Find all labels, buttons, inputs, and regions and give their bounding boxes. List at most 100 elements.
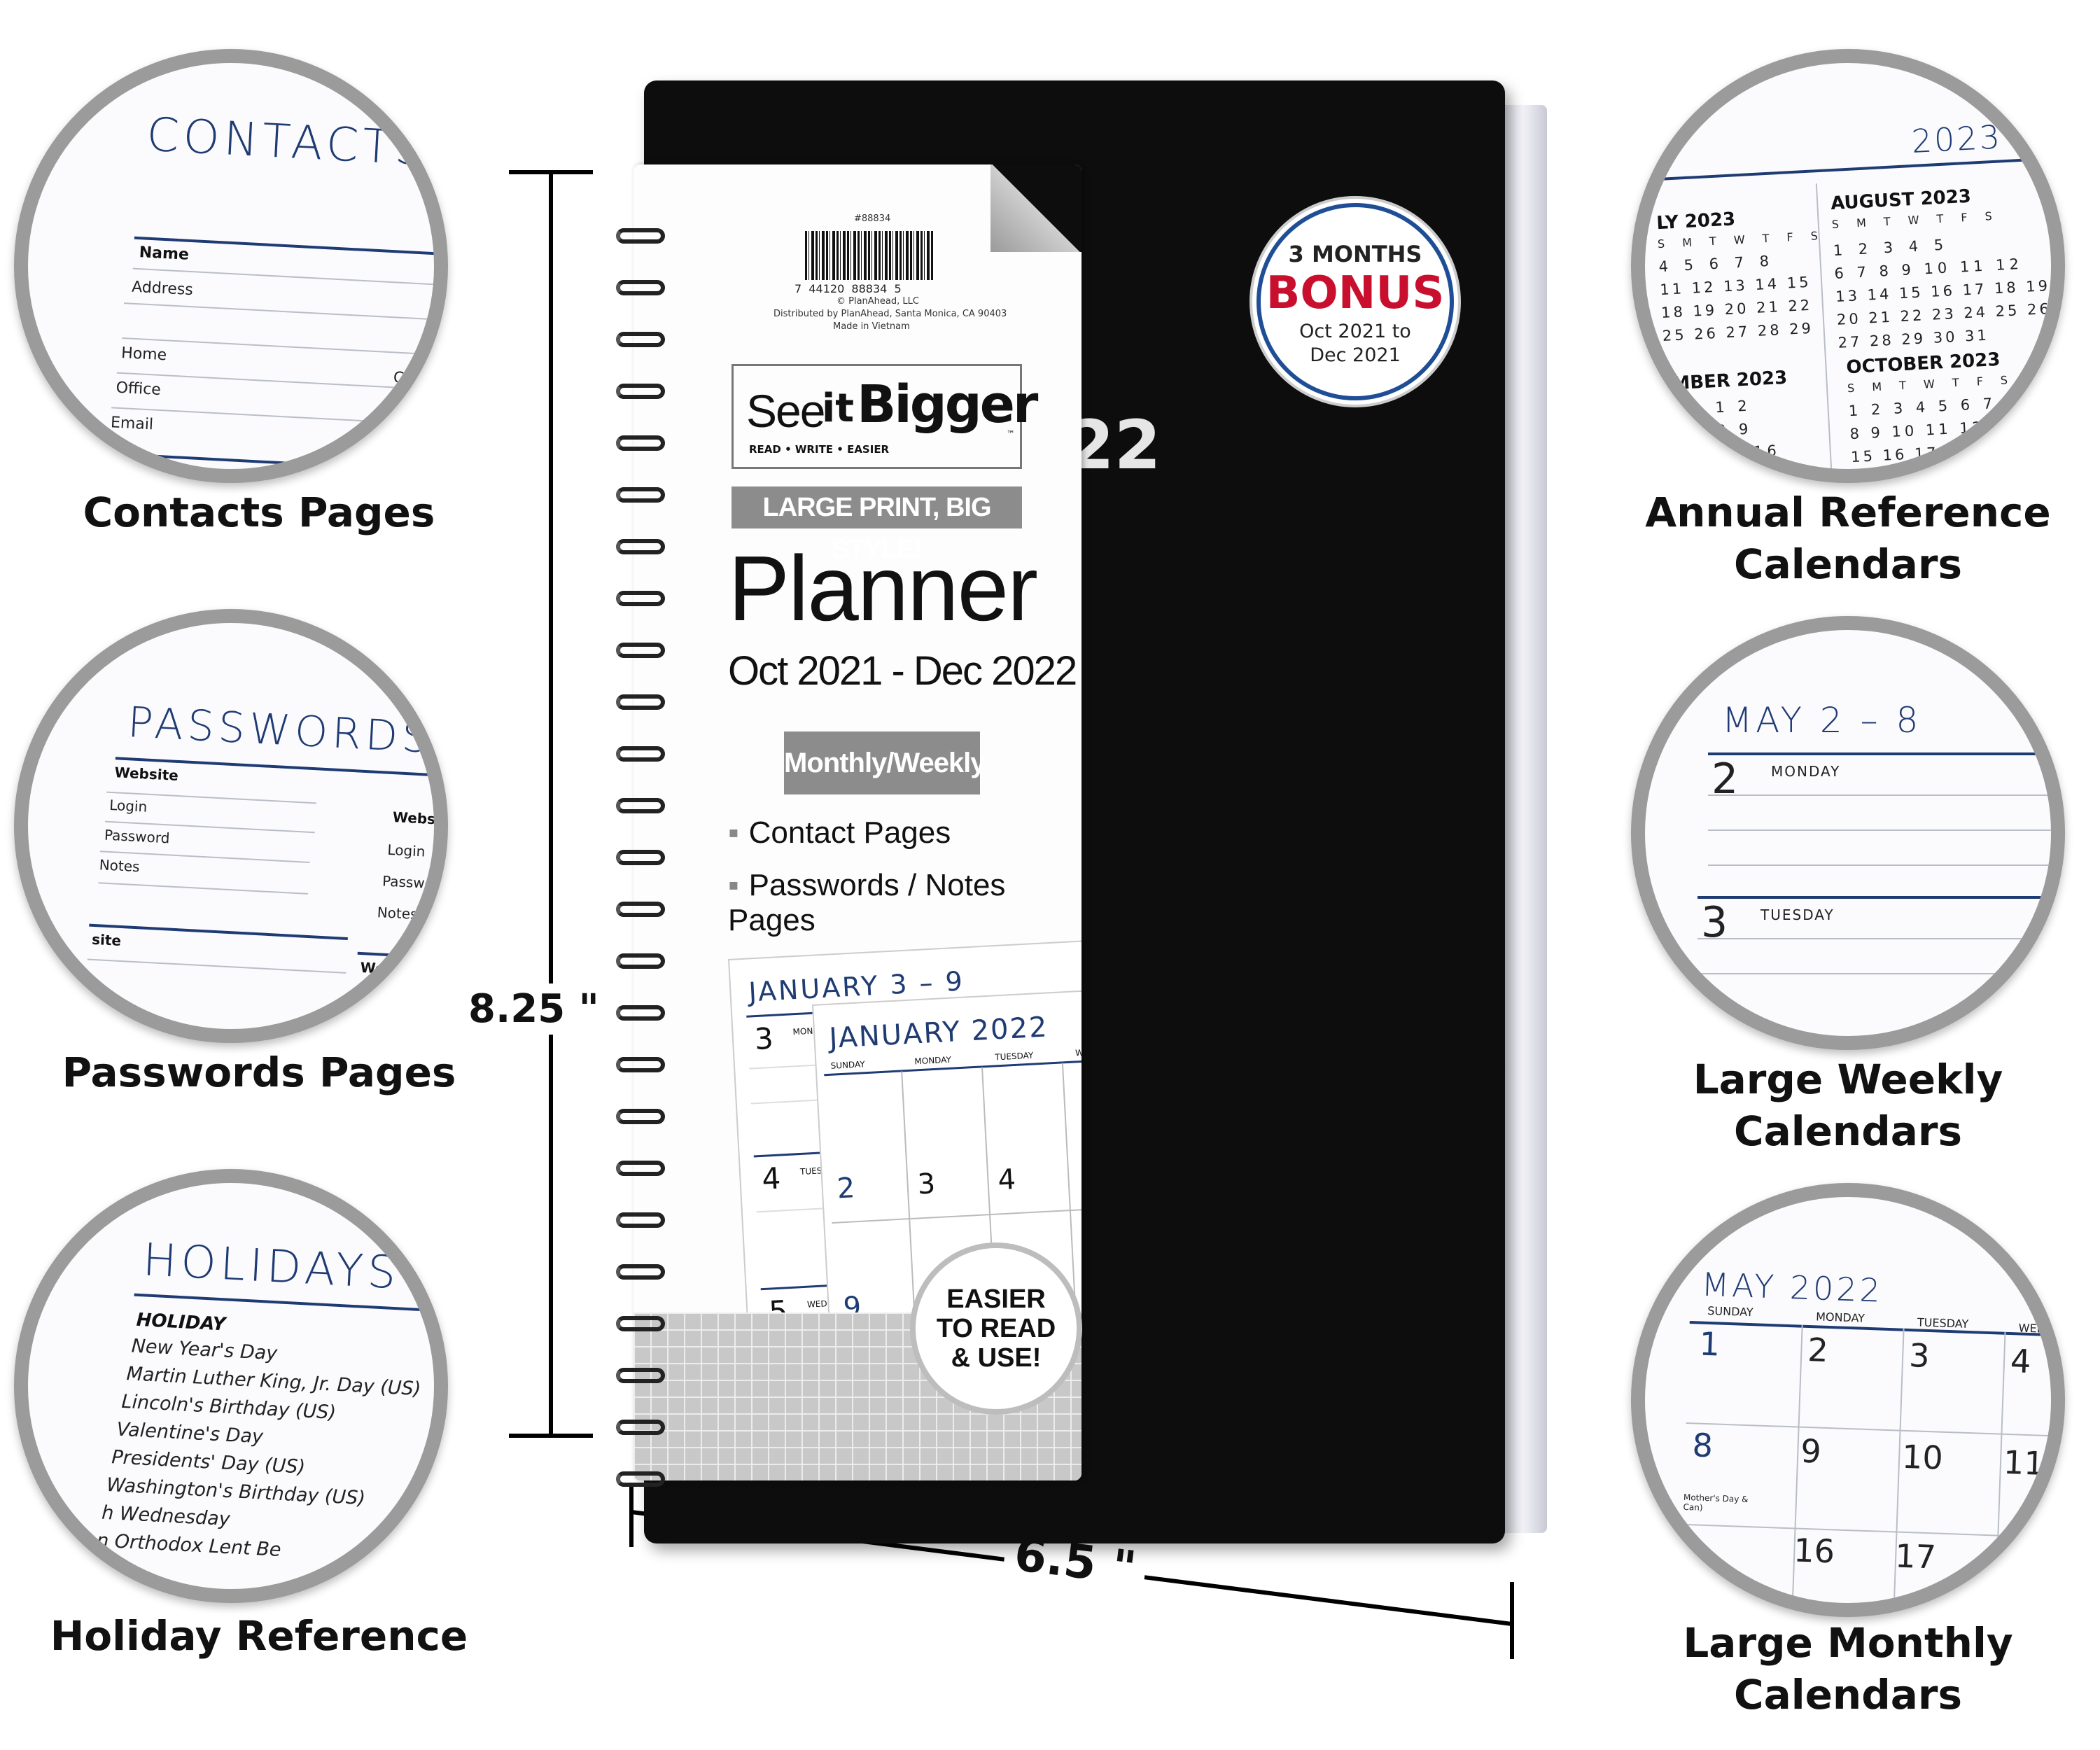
spiral-ring — [616, 846, 675, 869]
spiral-ring — [616, 328, 675, 351]
monthly-date-3: 3 — [1908, 1336, 1931, 1376]
brand-it: it — [822, 386, 854, 431]
spiral-ring — [616, 587, 675, 610]
planner-title: Planner — [728, 537, 1038, 640]
planner-date-range: Oct 2021 - Dec 2022 — [728, 648, 1077, 694]
caption-large-monthly-calendars: Large Monthly Calendars — [1683, 1619, 2013, 1718]
spiral-ring — [616, 949, 675, 973]
caption-contacts-pages: Contacts Pages — [83, 489, 435, 536]
planner-page-edge — [1498, 105, 1547, 1533]
contacts-field-home: Home — [120, 344, 167, 365]
monthly-calendar-circle: MAY 2022 SUNDAY MONDAY TUESDAY WEDN 1 2 … — [1631, 1183, 2065, 1617]
brand-logo-box: See it Bigger ™ READ • WRITE • EASIER — [732, 364, 1038, 469]
passwords-circle: PASSWORDS Website Login Password Notes W… — [14, 609, 448, 1043]
annual-month-october: OCTOBER 2023 — [1845, 349, 2001, 379]
spiral-ring — [616, 535, 675, 559]
annual-month-september: MBER 2023 — [1671, 367, 1788, 395]
large-print-banner: LARGE PRINT, BIG STYLE! — [732, 486, 1022, 564]
holiday-presidents: Presidents' Day (US) — [111, 1446, 306, 1478]
weekly-preview-label-tues: TUES — [799, 1166, 822, 1177]
monthly-title: MAY 2022 — [1700, 1265, 1884, 1310]
holiday-ash-wednesday: h Wednesday — [101, 1502, 231, 1531]
spiral-ring — [616, 431, 675, 455]
contacts-field-address: Address — [131, 278, 194, 300]
monthly-weekday-sunday: SUNDAY — [1707, 1303, 1754, 1320]
brand-tagline: READ • WRITE • EASIER — [749, 443, 890, 456]
badge-easier: EASIER — [946, 1284, 1046, 1314]
annual-month-july: LY 2023 — [1656, 209, 1736, 234]
holidays-header: HOLIDAY — [135, 1309, 227, 1336]
monthly-date-4: 4 — [2010, 1342, 2032, 1381]
spiral-ring — [616, 794, 675, 818]
passwords-field-password-2: Password — [382, 872, 448, 893]
caption-holiday-reference: Holiday Reference — [50, 1612, 468, 1660]
spiral-ring — [616, 1260, 675, 1284]
spiral-ring — [616, 1001, 675, 1025]
passwords-field-website: Website — [114, 764, 179, 784]
monthly-preview-monday: MONDAY — [914, 1054, 952, 1067]
format-badge: Monthly/Weekly — [784, 732, 986, 794]
spiral-ring — [616, 897, 675, 921]
bullet-contact-pages: ▪Contact Pages — [728, 816, 951, 850]
monthly-preview-date-3: 3 — [916, 1168, 937, 1201]
passwords-title: PASSWORDS — [126, 698, 434, 763]
sticker-from: Oct 2021 to — [1299, 321, 1411, 342]
caption-large-weekly-calendars: Large Weekly Calendars — [1693, 1056, 2003, 1155]
caption-annual-reference-calendars: Annual Reference Calendars — [1645, 489, 2051, 588]
monthly-date-8: 8 — [1691, 1426, 1714, 1465]
brand-trademark: ™ — [1007, 429, 1015, 439]
spiral-ring — [616, 1467, 675, 1491]
annual-month-august: AUGUST 2023 — [1830, 186, 1972, 215]
weekly-title: MAY 2 – 8 — [1722, 700, 1922, 741]
spiral-ring — [616, 224, 675, 248]
monthly-date-9: 9 — [1800, 1432, 1822, 1471]
bonus-sticker: 3 MONTHS BONUS Oct 2021 to Dec 2021 — [1256, 203, 1454, 400]
brand-see: See — [746, 385, 825, 437]
height-label: 8.25 " — [465, 983, 602, 1035]
passwords-field-login-2: Login — [386, 841, 426, 860]
made-in: Made in Vietnam — [833, 321, 910, 332]
badge-and-use: & USE! — [951, 1343, 1042, 1373]
monthly-weekday-monday: MONDAY — [1815, 1310, 1865, 1325]
weekly-day-3: 3 — [1701, 898, 1728, 947]
monthly-preview-title: JANUARY 2022 — [828, 1011, 1049, 1055]
holiday-lincoln: Lincoln's Birthday (US) — [120, 1390, 337, 1424]
contacts-field-fax: Fax — [394, 404, 422, 424]
easier-badge: EASIER TO READ & USE! — [910, 1242, 1082, 1415]
monthly-preview-sunday: SUNDAY — [830, 1059, 865, 1071]
weekly-preview-day-4: 4 — [761, 1161, 782, 1196]
spiral-ring — [616, 1415, 675, 1439]
cover-year: 22 — [1068, 406, 1161, 484]
passwords-field-site: site — [91, 930, 122, 949]
spiral-ring — [616, 742, 675, 766]
monthly-date-10: 10 — [1901, 1437, 1944, 1477]
annual-year: 2023 — [1910, 118, 2003, 160]
passwords-field-websi: Websi — [360, 958, 409, 979]
monthly-date-1: 1 — [1698, 1324, 1721, 1364]
contacts-field-cell: Cell — [393, 369, 423, 388]
weekly-preview-label-mon: MON — [792, 1026, 813, 1037]
spiral-ring — [616, 1053, 675, 1077]
contacts-field-office: Office — [115, 379, 162, 399]
holiday-orthodox-lent: n Orthodox Lent Be — [96, 1530, 282, 1562]
spiral-ring — [616, 690, 675, 714]
contacts-field-email: Email — [110, 414, 154, 434]
passwords-field-notes-2: Notes — [377, 904, 419, 923]
monthly-date-17: 17 — [1894, 1536, 1937, 1576]
spiral-ring — [616, 276, 675, 300]
monthly-preview-date-2: 2 — [836, 1172, 856, 1205]
spiral-ring — [616, 638, 675, 662]
distributor: Distributed by PlanAhead, Santa Monica, … — [774, 309, 1007, 319]
monthly-preview-tuesday: TUESDAY — [994, 1050, 1034, 1063]
holiday-valentines: Valentine's Day — [115, 1418, 264, 1448]
badge-to-read: TO READ — [936, 1314, 1056, 1343]
monthly-date-11: 11 — [2003, 1443, 2045, 1483]
sticker-3-months: 3 MONTHS — [1288, 241, 1422, 267]
monthly-date-16: 16 — [1793, 1531, 1835, 1571]
caption-passwords-pages: Passwords Pages — [62, 1049, 456, 1096]
barcode — [805, 231, 934, 280]
weekly-preview-label-wed: WED — [806, 1298, 828, 1310]
monthly-weekday-tuesday: TUESDAY — [1917, 1315, 1969, 1331]
bullet-passwords-notes: ▪Passwords / Notes Pages — [728, 868, 1006, 937]
annual-calendar-circle: 2023 LY 2023 AUGUST 2023 S M T W T F S S… — [1631, 49, 2065, 483]
